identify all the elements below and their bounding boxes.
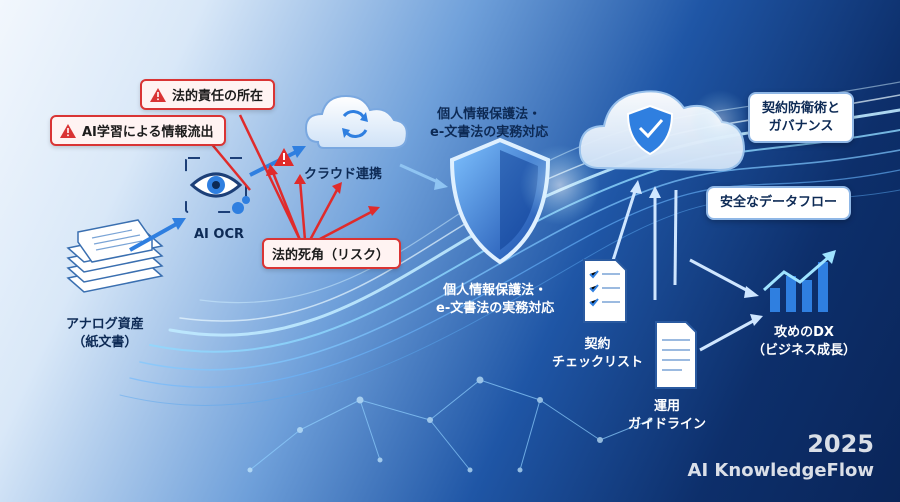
label-line: 攻めのDX xyxy=(774,325,834,340)
label-contract-checklist: 契約 チェックリスト xyxy=(552,336,643,371)
warning-ai-learning-leak: AI学習による情報流出 xyxy=(50,115,226,146)
warning-text: 法的責任の所在 xyxy=(172,89,264,104)
brand-year: 2025 xyxy=(807,430,874,458)
cloud-sync-icon xyxy=(304,94,408,149)
label-cloud-link: クラウド連携 xyxy=(304,167,383,182)
eye-scan-icon xyxy=(185,157,250,214)
label-analog-assets: アナログ資産 （紙文書） xyxy=(66,316,144,351)
label-line: e-文書法の実務対応 xyxy=(436,300,555,316)
checklist-document-icon xyxy=(583,259,627,323)
network-graph xyxy=(247,376,653,473)
warning-triangle-icon xyxy=(150,87,166,102)
alert-icon xyxy=(274,148,294,166)
label-ai-ocr: AI OCR xyxy=(194,227,245,242)
label-line: 個人情報保護法・ xyxy=(437,107,542,122)
guideline-document-icon xyxy=(655,321,697,389)
warning-text: AI学習による情報流出 xyxy=(82,125,214,140)
label-operation-guideline: 運用 ガイドライン xyxy=(628,398,706,433)
warning-triangle-icon xyxy=(60,123,76,138)
label-line: （ビジネス成長） xyxy=(752,342,857,358)
label-line: チェックリスト xyxy=(552,354,644,370)
paper-stack-icon xyxy=(66,219,164,293)
label-line: ガイドライン xyxy=(628,416,707,432)
label-law-middle: 個人情報保護法・ e-文書法の実務対応 xyxy=(436,282,554,317)
warning-text: 法的死角（リスク） xyxy=(272,248,390,263)
flow-arrows-right xyxy=(608,187,756,352)
box-contract-defense: 契約防衛術と ガバナンス xyxy=(748,92,855,144)
label-line: 運用 xyxy=(654,399,681,414)
label-line: e-文書法の実務対応 xyxy=(430,124,549,140)
growth-chart-icon xyxy=(762,250,836,312)
brand-name: AI KnowledgeFlow xyxy=(687,460,874,481)
label-line: ガバナンス xyxy=(768,118,834,134)
box-safe-data-flow: 安全なデータフロー xyxy=(706,186,852,220)
label-line: （紙文書） xyxy=(72,334,138,350)
label-line: 個人情報保護法・ xyxy=(443,283,548,298)
arrow-to-cloud xyxy=(249,148,301,177)
label-line: アナログ資産 xyxy=(66,317,144,332)
label-line: 契約防衛術と xyxy=(762,101,841,116)
arrow-to-ocr xyxy=(129,220,181,252)
label-line: 契約 xyxy=(584,337,611,352)
warning-legal-responsibility: 法的責任の所在 xyxy=(140,79,276,110)
warning-legal-blind-spot: 法的死角（リスク） xyxy=(262,238,402,269)
label-law-top: 個人情報保護法・ e-文書法の実務対応 xyxy=(430,106,548,141)
label-aggressive-dx: 攻めのDX （ビジネス成長） xyxy=(752,324,856,359)
